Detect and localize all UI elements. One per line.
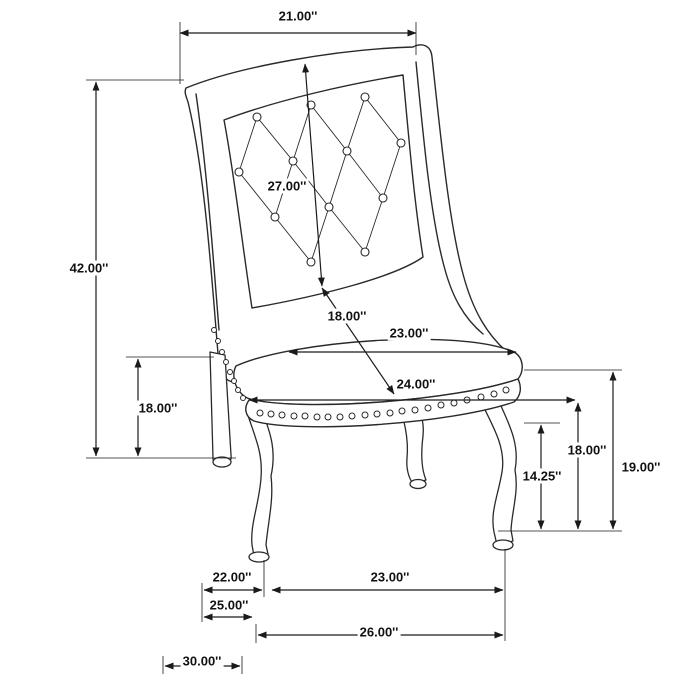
- dim-bottom-26-label: 26.00'': [357, 624, 401, 640]
- dim-seat-height-label: 18.00'': [136, 400, 180, 416]
- dim-bottom-22-label: 22.00'': [210, 569, 254, 585]
- dim-back-diagonal-label: 27.00'': [265, 178, 309, 194]
- dim-bottom-30-label: 30.00'': [180, 653, 224, 669]
- dim-right-inner-label: 14.25'': [520, 468, 564, 484]
- dim-seat-diagonal-label: 18.00'': [325, 308, 369, 324]
- dim-overall-height-label: 42.00'': [67, 260, 111, 276]
- dim-seat-overall-label: 24.00'': [394, 376, 438, 392]
- extension-lines: [86, 22, 622, 674]
- chair-left-inner-edge: [195, 93, 220, 331]
- dim-right-mid-label: 18.00'': [565, 442, 609, 458]
- dim-right-outer-label: 19.00'': [619, 459, 663, 475]
- chair-right-wing-fold: [415, 61, 484, 335]
- dim-bottom-25-label: 25.00'': [207, 597, 251, 613]
- chair-illustration: [184, 44, 523, 563]
- nailhead-trim: [211, 327, 510, 421]
- dim-top-width-label: 21.00'': [276, 8, 320, 24]
- dim-seat-width-label: 23.00'': [387, 325, 431, 341]
- dim-line-back-diagonal: [302, 63, 325, 287]
- dim-line-seat-diagonal: [321, 287, 395, 395]
- tufted-panel-outline: [223, 74, 424, 309]
- dim-bottom-23-label: 23.00'': [368, 569, 412, 585]
- chair-back-outline: [184, 44, 512, 384]
